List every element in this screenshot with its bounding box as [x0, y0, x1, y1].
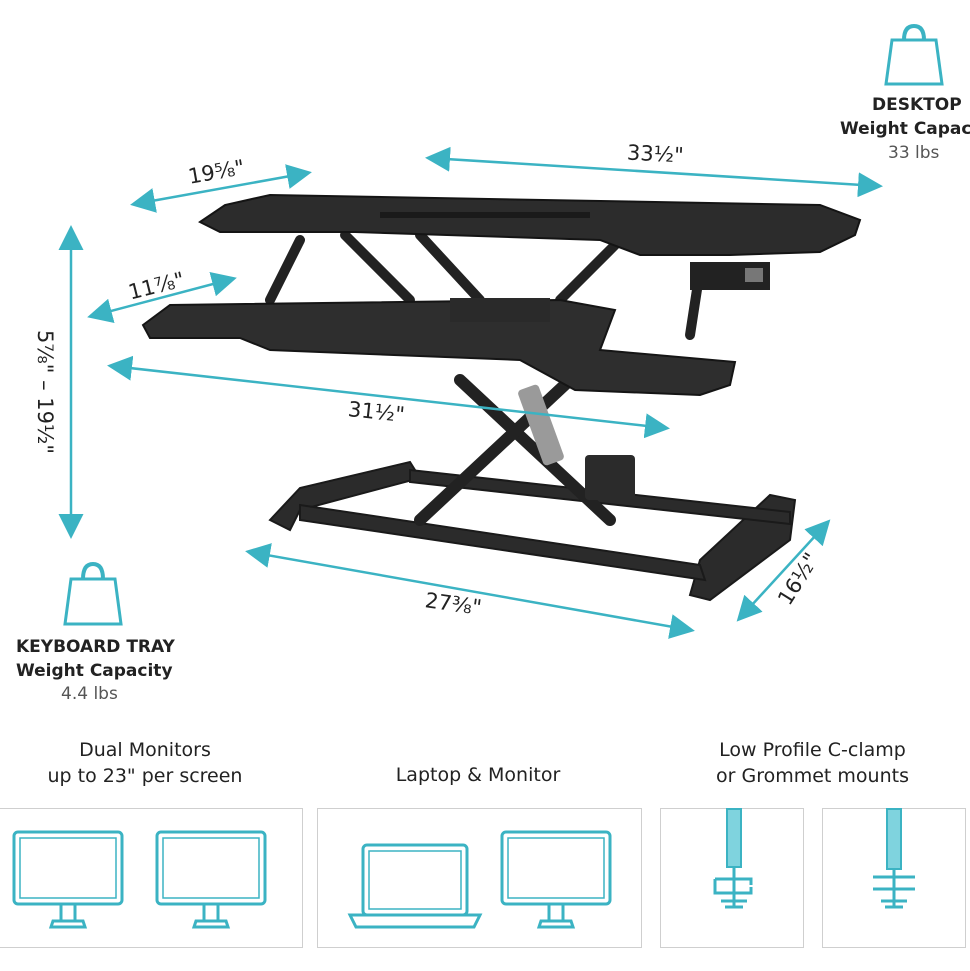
weight-icon	[884, 23, 944, 86]
c-clamp-panel	[660, 808, 804, 948]
keyboard-depth-arrow	[87, 272, 237, 323]
desktop-depth-arrow	[130, 164, 312, 213]
height-label: 5⅞" – 19½"	[33, 330, 57, 454]
desktop-capacity-value: 33 lbs	[888, 143, 940, 163]
keyboard-capacity-subtitle: Weight Capacity	[16, 661, 173, 681]
feature-laptop-monitor: Laptop & Monitor	[318, 762, 638, 788]
laptop-icon	[347, 830, 612, 929]
base-depth-arrow	[736, 519, 831, 622]
weight-icon	[63, 561, 123, 626]
grommet-panel	[822, 808, 966, 948]
monitor-icon	[12, 830, 267, 929]
feature-line: up to 23" per screen	[47, 765, 243, 787]
desktop-width-arrow	[425, 146, 883, 198]
laptop-monitor-panel	[317, 808, 642, 948]
c-clamp-icon	[713, 808, 753, 909]
grommet-icon	[873, 808, 915, 909]
feature-dual-monitors: Dual Monitors up to 23" per screen	[0, 737, 290, 789]
keyboard-capacity-value: 4.4 lbs	[61, 684, 118, 704]
feature-line: Laptop & Monitor	[395, 764, 561, 786]
keyboard-width-arrow	[107, 355, 670, 439]
feature-line: Dual Monitors	[79, 739, 211, 761]
dual-monitor-panel	[0, 808, 303, 948]
feature-line: or Grommet mounts	[716, 765, 909, 787]
feature-mounts: Low Profile C-clamp or Grommet mounts	[660, 737, 965, 789]
feature-line: Low Profile C-clamp	[719, 739, 906, 761]
desktop-capacity-title: DESKTOP	[872, 95, 962, 115]
keyboard-capacity-title: KEYBOARD TRAY	[16, 637, 175, 657]
base-width-arrow	[245, 543, 695, 639]
desktop-capacity-subtitle: Weight Capac	[840, 119, 970, 139]
desktop-width-label: 33½"	[626, 140, 685, 168]
dimension-arrows	[58, 146, 883, 639]
